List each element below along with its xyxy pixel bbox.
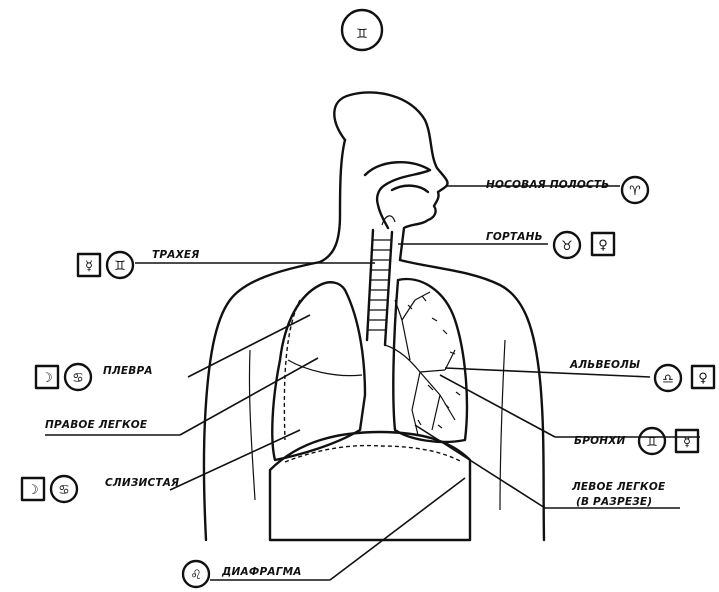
gemini-icon: ♊ bbox=[639, 428, 665, 454]
label-diaphragm: ДИАФРАГМА bbox=[221, 566, 302, 578]
leo-icon: ♌ bbox=[183, 561, 209, 587]
gemini-icon: ♊ bbox=[107, 252, 133, 278]
svg-text:♋: ♋ bbox=[72, 371, 84, 386]
label-bronchi: БРОНХИ bbox=[574, 435, 626, 447]
svg-text:♀: ♀ bbox=[598, 238, 608, 253]
svg-text:♈: ♈ bbox=[629, 184, 641, 199]
left-lung-shape bbox=[385, 279, 467, 442]
moon-icon: ☽ bbox=[22, 478, 44, 500]
svg-text:♌: ♌ bbox=[190, 568, 202, 583]
venus-icon: ♀ bbox=[692, 366, 714, 388]
libra-icon: ♎ bbox=[655, 365, 681, 391]
mercury-icon: ☿ bbox=[676, 430, 698, 452]
svg-text:♉: ♉ bbox=[561, 239, 573, 254]
symbols: ♈ ♉ ♀ ☿ ♊ ☽ ♋ ♎ bbox=[22, 177, 714, 587]
svg-text:♎: ♎ bbox=[662, 372, 674, 387]
svg-text:☽: ☽ bbox=[27, 483, 39, 498]
svg-text:☿: ☿ bbox=[683, 435, 691, 450]
cancer-icon: ♋ bbox=[51, 476, 77, 502]
label-right-lung: ПРАВОЕ ЛЕГКОЕ bbox=[45, 419, 148, 431]
label-alveoli: АЛЬВЕОЛЫ bbox=[569, 359, 640, 371]
label-left-lung-line1: ЛЕВОЕ ЛЕГКОЕ bbox=[571, 481, 666, 493]
label-trachea: ТРАХЕЯ bbox=[152, 249, 200, 261]
label-mucous: СЛИЗИСТАЯ bbox=[105, 477, 179, 489]
taurus-icon: ♉ bbox=[554, 232, 580, 258]
trachea-shape bbox=[367, 216, 395, 345]
label-left-lung-line2: (В РАЗРЕЗЕ) bbox=[576, 496, 652, 508]
svg-text:☿: ☿ bbox=[85, 259, 93, 274]
svg-text:☽: ☽ bbox=[41, 371, 53, 386]
label-pleura: ПЛЕВРА bbox=[103, 365, 153, 377]
svg-text:♊: ♊ bbox=[646, 435, 658, 450]
header-gemini-icon: ♊ bbox=[342, 10, 382, 50]
diaphragm-shape bbox=[270, 432, 470, 540]
label-nasal-cavity: НОСОВАЯ ПОЛОСТЬ bbox=[486, 179, 609, 191]
svg-text:♊: ♊ bbox=[114, 259, 126, 274]
svg-text:♀: ♀ bbox=[698, 371, 708, 386]
moon-icon: ☽ bbox=[36, 366, 58, 388]
cancer-icon: ♋ bbox=[65, 364, 91, 390]
mercury-icon: ☿ bbox=[78, 254, 100, 276]
label-larynx: ГОРТАНЬ bbox=[486, 231, 543, 243]
header-gemini-glyph: ♊ bbox=[356, 27, 368, 42]
body-outline bbox=[204, 92, 544, 540]
venus-icon: ♀ bbox=[592, 233, 614, 255]
aries-icon: ♈ bbox=[622, 177, 648, 203]
svg-text:♋: ♋ bbox=[58, 483, 70, 498]
nasal-cavity-shape bbox=[365, 162, 430, 228]
